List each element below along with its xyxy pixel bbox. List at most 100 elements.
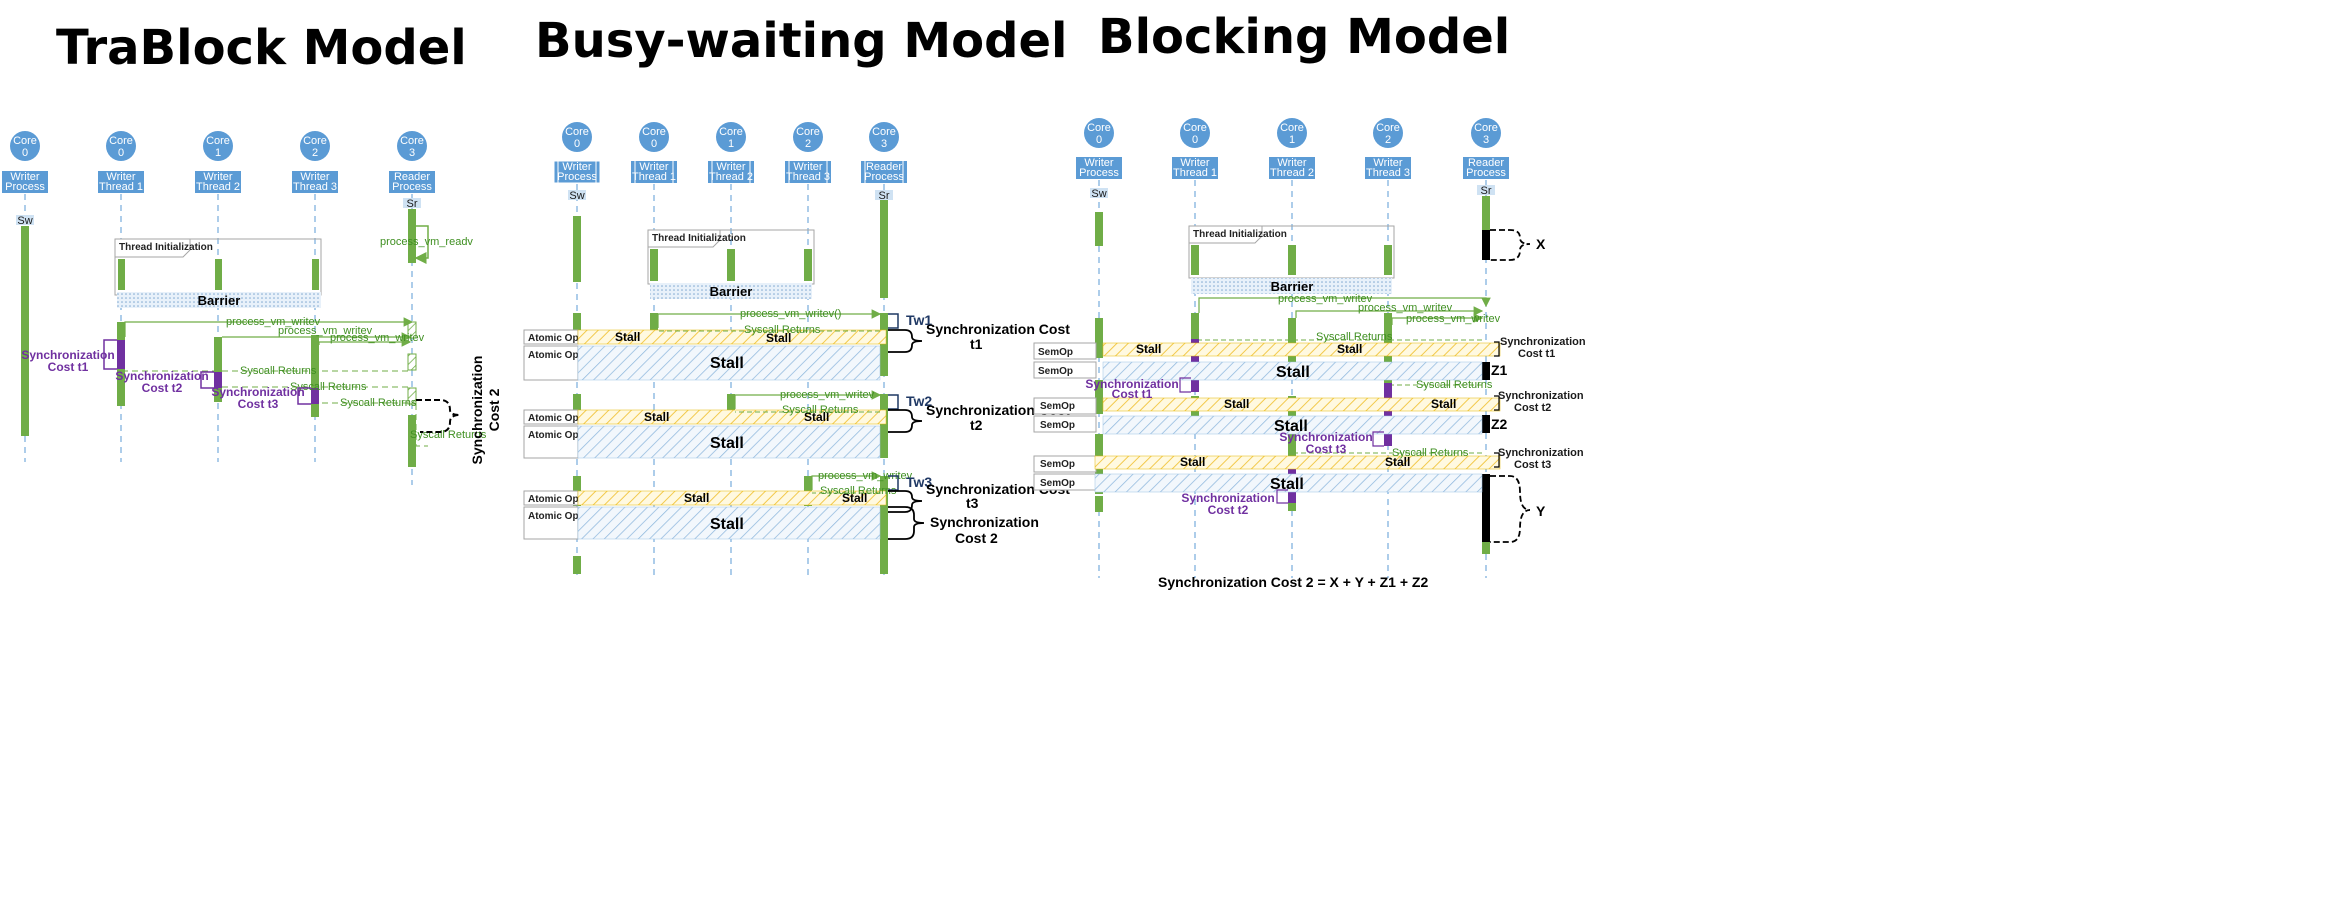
svg-text:Thread 3: Thread 3 — [1366, 167, 1410, 179]
svg-text:Core: Core — [642, 126, 666, 138]
busy-cost-2-a: Synchronization — [930, 514, 1039, 530]
blocking-bracket-t3 — [1372, 431, 1384, 447]
blocking-writev-2-label: process_vm_writev — [1358, 302, 1453, 314]
svg-text:2: 2 — [1385, 134, 1391, 146]
busy-sr-label: Sr — [875, 190, 893, 202]
trablock-sr-label: Sr — [403, 198, 421, 210]
blocking-stall-blue-3 — [1094, 473, 1483, 493]
busy-thread-init-label: Thread Initialization — [652, 233, 746, 244]
svg-text:Writer: Writer — [106, 171, 135, 183]
svg-text:Writer: Writer — [1373, 157, 1402, 169]
svg-text:0: 0 — [574, 138, 580, 150]
svg-text:Core: Core — [796, 126, 820, 138]
trablock-writev-arrows — [124, 317, 414, 347]
trablock-thread-init-label: Thread Initialization — [119, 242, 213, 253]
title-busy-waiting: Busy-waiting Model — [535, 13, 1067, 69]
svg-text:Writer: Writer — [562, 161, 591, 173]
blocking-stall-yellow-1 — [1102, 342, 1501, 357]
busy-syscall-1-label: Syscall Returns — [744, 324, 821, 336]
busy-stall-yellow-3b-label: Stall — [842, 491, 867, 505]
blocking-z2-label: Z2 — [1491, 416, 1508, 432]
trablock-sync-segments — [117, 340, 319, 404]
svg-text:Core: Core — [303, 135, 327, 147]
busy-tw1-bracket — [888, 313, 899, 329]
blocking-semop-3 — [1033, 397, 1097, 415]
busy-cost-t3-b: t3 — [966, 495, 979, 511]
svg-text:Process: Process — [864, 171, 904, 183]
svg-text:3: 3 — [1483, 134, 1489, 146]
trablock-bracket-t3 — [297, 387, 311, 405]
svg-text:3: 3 — [881, 138, 887, 150]
blocking-sr-label: Sr — [1477, 185, 1495, 197]
blocking-semop-4-label: SemOp — [1040, 420, 1075, 431]
blocking-stall-blue-1 — [1102, 361, 1483, 381]
svg-text:Sw: Sw — [17, 215, 32, 227]
blocking-stall-blue-2-label: Stall — [1274, 418, 1308, 435]
svg-text:Core: Core — [1280, 122, 1304, 134]
blocking-stall-yellow-3b: Stall — [1385, 455, 1410, 469]
blocking-thread-init-label: Thread Initialization — [1193, 229, 1287, 240]
svg-text:2: 2 — [312, 147, 318, 159]
svg-text:Core: Core — [400, 135, 424, 147]
svg-text:Core: Core — [109, 135, 133, 147]
busy-writev-arrows — [657, 309, 882, 490]
svg-text:Writer: Writer — [10, 171, 39, 183]
svg-text:Thread 2: Thread 2 — [1270, 167, 1314, 179]
svg-text:0: 0 — [118, 147, 124, 159]
svg-text:2: 2 — [805, 138, 811, 150]
blocking-stall-yellow-2 — [1102, 397, 1501, 412]
busy-atomic-tas-1-label: Atomic Op TAS — [528, 350, 601, 361]
busy-stall-blue-2 — [577, 425, 881, 459]
busy-atomic-inc-2-label: Atomic Op ++ — [528, 413, 593, 424]
blocking-cost-t1-right-a: Synchronization — [1500, 336, 1586, 348]
busy-atomic-tas-2-label: Atomic Op TAS — [528, 430, 601, 441]
busy-cost-t1-a: Synchronization Cost — [926, 321, 1070, 337]
svg-text:Core: Core — [1376, 122, 1400, 134]
blocking-bracket-t2 — [1276, 489, 1288, 504]
busy-stall-yellow-2 — [577, 409, 887, 425]
svg-text:0: 0 — [651, 138, 657, 150]
svg-text:1: 1 — [215, 147, 221, 159]
blocking-syscall-2-label: Syscall Returns — [1416, 379, 1493, 391]
trablock-cost-t2-b: Cost t2 — [142, 381, 183, 395]
busy-thread-init-tab — [647, 229, 721, 248]
busy-tw2-bracket — [888, 394, 899, 410]
blocking-reader-blocked — [1482, 230, 1490, 542]
busy-stall-yellow-1b-label: Stall — [766, 331, 791, 345]
blocking-cost-t3-a: Synchronization — [1279, 430, 1372, 444]
trablock-cost-t1-a: Synchronization — [21, 348, 114, 362]
trablock-reader-receive — [407, 321, 417, 405]
svg-text:Core: Core — [872, 126, 896, 138]
blocking-barrier — [1191, 278, 1392, 294]
blocking-cost-t3-b: Cost t3 — [1306, 442, 1347, 456]
svg-text:Reader: Reader — [866, 161, 902, 173]
busy-stall-yellow-2b-label: Stall — [804, 410, 829, 424]
busy-cost-t2-b: t2 — [970, 417, 983, 433]
busy-barrier — [650, 283, 812, 299]
blocking-cost-t2-right-b: Cost t2 — [1514, 402, 1551, 414]
trablock-barrier-label: Barrier — [198, 293, 241, 308]
busy-tw3-label: Tw3 — [906, 474, 932, 490]
trablock-cost2-brace — [416, 399, 461, 433]
blocking-stall-yellow-1b: Stall — [1337, 342, 1362, 356]
